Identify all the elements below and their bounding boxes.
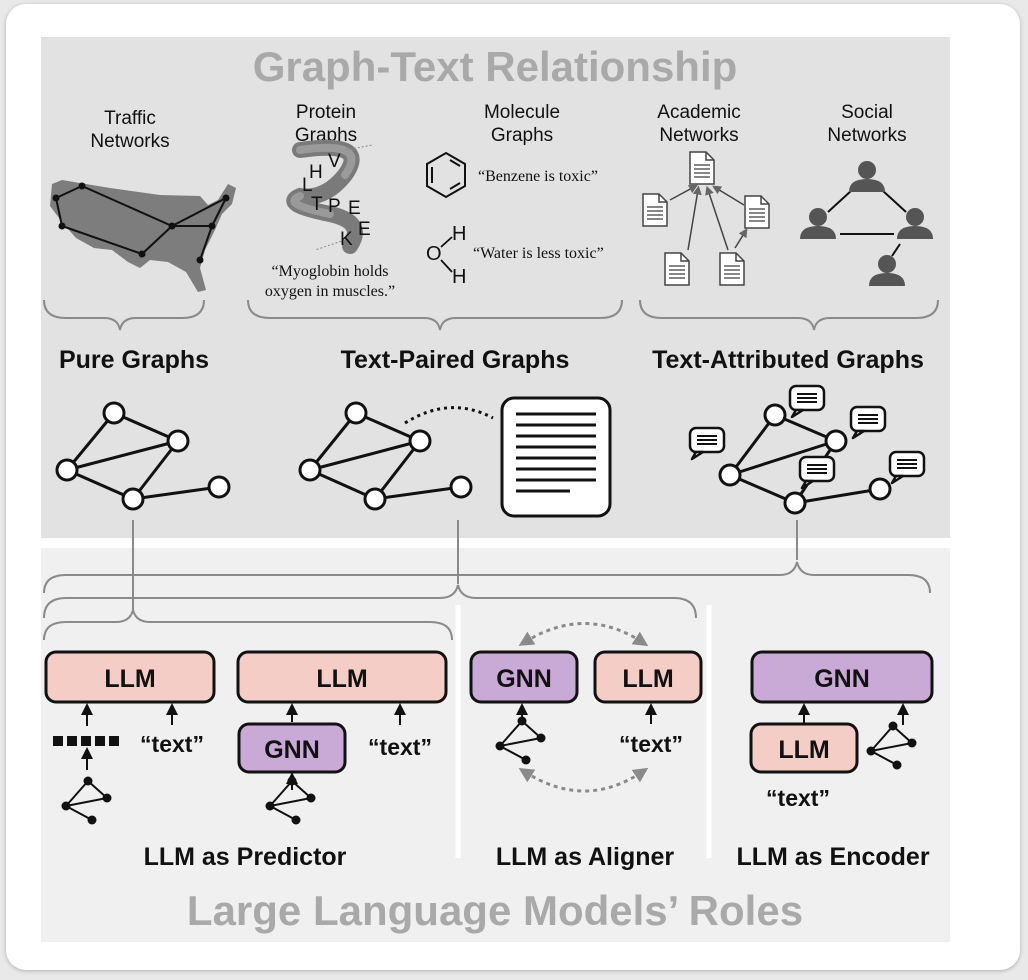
protein-letter-t: T: [311, 194, 323, 215]
llm-box-predictor-2: [236, 650, 448, 704]
text-input-label: “text”: [619, 731, 683, 757]
us-map-icon: [50, 180, 236, 292]
llm-box-label: LLM: [104, 665, 155, 693]
benzene-icon: [426, 151, 466, 199]
document-icon: [689, 151, 715, 185]
graph-icon: [718, 403, 892, 515]
document-icon: [744, 195, 770, 229]
protein-letter-v: V: [328, 151, 341, 172]
gnn-box-aligner: [469, 650, 579, 704]
role-predictor: LLM as Predictor: [144, 843, 347, 871]
protein-letter-e2: E: [358, 219, 371, 240]
protein-letter-k: K: [340, 229, 353, 250]
bottom-braces: [43, 561, 931, 641]
role-encoder: LLM as Encoder: [736, 843, 929, 871]
top-braces: [43, 299, 939, 331]
label-academic-line2: Networks: [659, 125, 738, 146]
category-text-paired-graphs: Text-Paired Graphs: [341, 346, 570, 374]
graph-icon: [55, 401, 231, 511]
document-icon: [500, 396, 612, 518]
protein-letter-l: L: [302, 175, 313, 196]
category-text-attributed-graphs: Text-Attributed Graphs: [652, 346, 924, 374]
label-protein-line1: Protein: [296, 102, 356, 123]
social-network: [800, 161, 933, 286]
role-aligner: LLM as Aligner: [496, 843, 675, 871]
myoglobin-quote-line2: oxygen in muscles.”: [265, 283, 395, 300]
benzene-quote: “Benzene is toxic”: [478, 168, 598, 185]
text-input-label: “text”: [766, 785, 830, 811]
gnn-box-label: GNN: [496, 665, 552, 693]
llm-box-label: LLM: [778, 736, 829, 764]
document-icon: [719, 252, 745, 286]
label-social-line1: Social: [841, 102, 893, 123]
llm-box-label: LLM: [316, 665, 367, 693]
label-molecule-line2: Graphs: [491, 125, 553, 146]
bottom-title: Large Language Models’ Roles: [187, 887, 803, 934]
graph-icon: [298, 401, 473, 511]
gnn-box-label: GNN: [814, 665, 870, 693]
llm-box-encoder: [749, 722, 859, 774]
myoglobin-quote-line1: “Myoglobin holds: [272, 263, 389, 280]
label-molecule-line1: Molecule: [484, 102, 560, 123]
text-input-label: “text”: [140, 731, 204, 757]
label-traffic-line2: Networks: [90, 131, 169, 152]
protein-letter-e: E: [348, 198, 361, 219]
document-icon: [642, 193, 668, 227]
llm-box-aligner: [593, 650, 703, 704]
token-sequence-icon: [53, 736, 119, 746]
category-pure-graphs: Pure Graphs: [59, 346, 209, 374]
llm-box-predictor-1: [44, 650, 216, 704]
protein-helix-icon: L H V T P E K E: [286, 139, 373, 254]
label-traffic-line1: Traffic: [104, 108, 156, 129]
llm-box-label: LLM: [622, 665, 673, 693]
water-molecule-icon: H O H: [426, 223, 466, 288]
protein-letter-h: H: [309, 162, 323, 183]
protein-letter-p: P: [328, 196, 341, 217]
water-h-top: H: [452, 223, 466, 245]
water-h-bottom: H: [452, 266, 466, 288]
water-o: O: [426, 243, 442, 265]
text-input-label: “text”: [368, 734, 432, 760]
top-title: Graph-Text Relationship: [253, 43, 738, 90]
academic-network: [642, 151, 770, 286]
gnn-box-label: GNN: [264, 736, 320, 764]
label-social-line2: Networks: [827, 125, 906, 146]
gnn-box-encoder: [750, 650, 934, 704]
document-icon: [664, 252, 690, 286]
water-quote: “Water is less toxic”: [473, 245, 604, 262]
label-academic-line1: Academic: [657, 102, 740, 123]
